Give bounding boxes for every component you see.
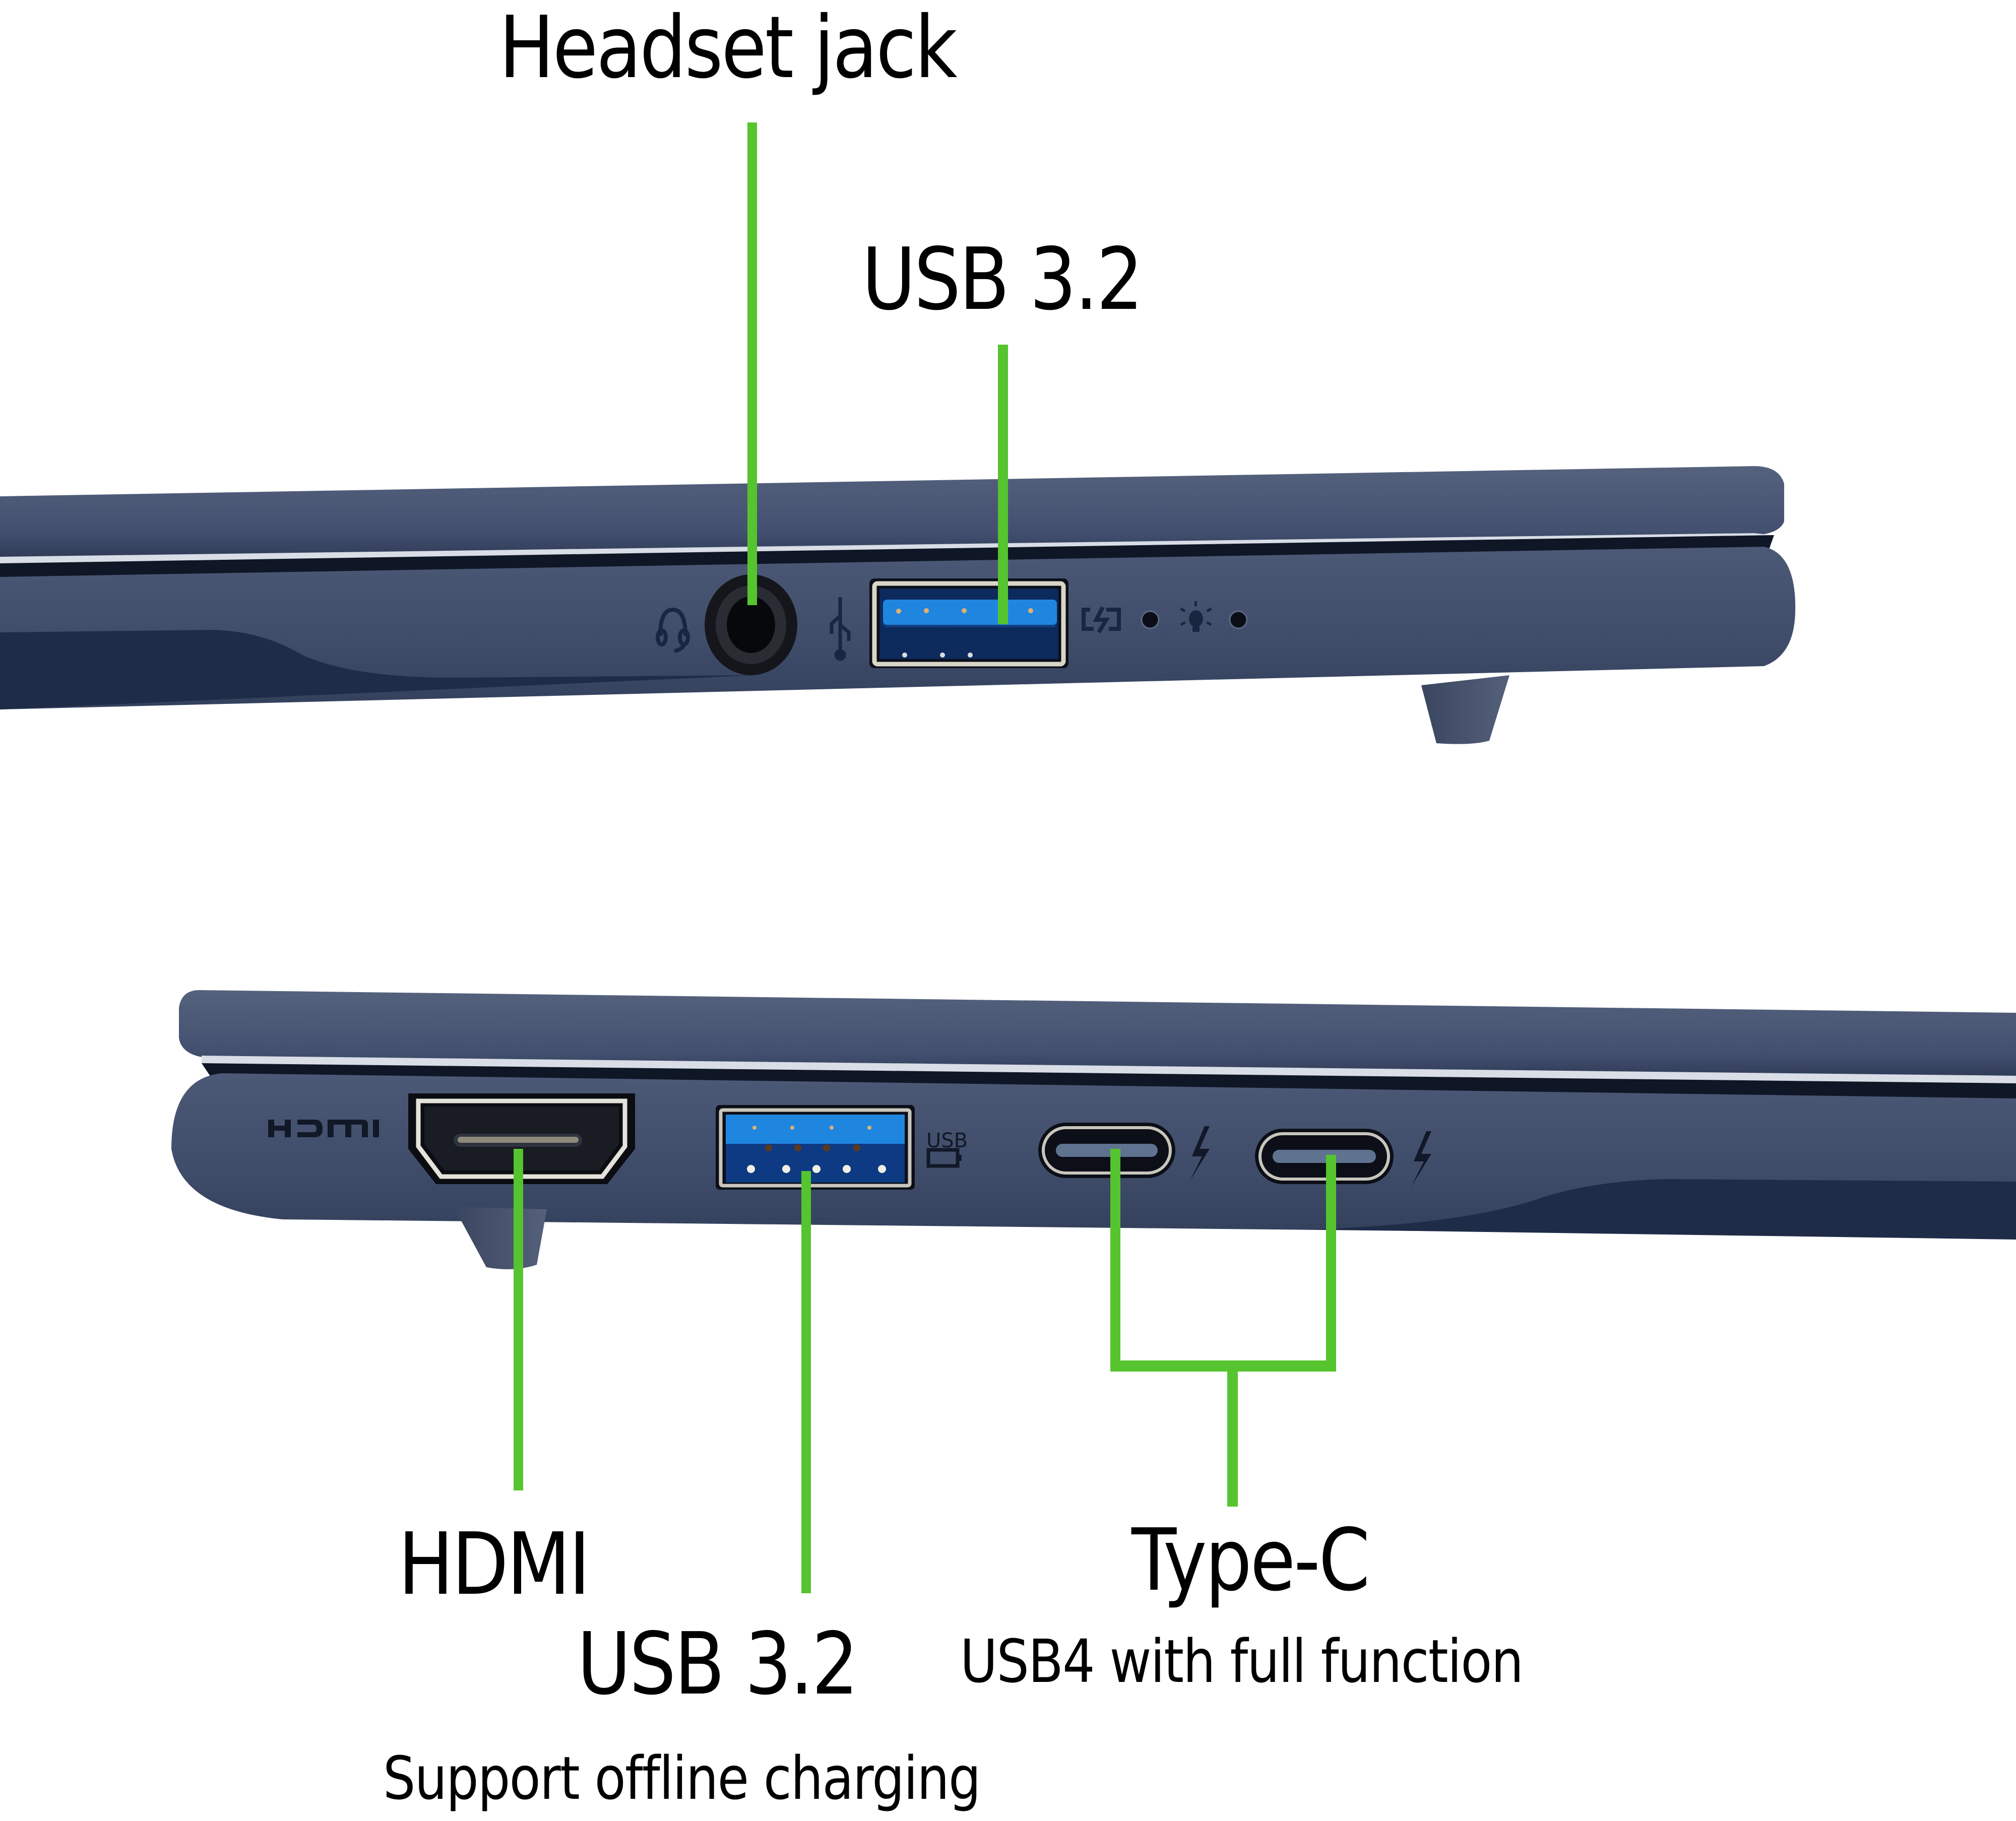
usb-a-port-right: [869, 578, 1068, 668]
leader-line-type-c-1: [1110, 1149, 1120, 1372]
headset-icon: [656, 607, 690, 653]
label-offline-charging: Support offline charging: [383, 1743, 981, 1813]
label-hdmi: HDMI: [398, 1515, 590, 1614]
usb-a-port-left: [716, 1105, 915, 1190]
usb-charging-icon: USB: [926, 1129, 968, 1168]
leader-line-headset: [747, 122, 757, 605]
laptop-left-side: USB: [171, 990, 2016, 1269]
headset-jack-port: [705, 574, 797, 675]
leader-bracket-type-c: [1110, 1360, 1336, 1372]
type-c-port-1: [1038, 1123, 1175, 1178]
hdmi-port: [408, 1093, 635, 1184]
light-bulb-icon: [1180, 601, 1212, 632]
type-c-port-2: [1255, 1129, 1394, 1184]
leader-line-usb-left: [801, 1171, 811, 1593]
label-type-c: Type-C: [1131, 1511, 1370, 1610]
hdmi-logo: [268, 1120, 379, 1137]
label-usb-3-2-left: USB 3.2: [577, 1614, 858, 1714]
power-led: [1141, 610, 1160, 629]
laptop-right-side: [0, 466, 1796, 744]
status-led: [1229, 610, 1248, 629]
leader-line-hdmi: [514, 1149, 523, 1490]
leader-stem-type-c: [1227, 1371, 1238, 1507]
usb-trident-icon: [830, 597, 851, 661]
thunderbolt-icon: [1189, 1126, 1210, 1182]
label-usb-3-2-right: USB 3.2: [862, 230, 1143, 330]
label-usb4-full-function: USB4 with full function: [960, 1627, 1524, 1696]
battery-charging-icon: [1082, 606, 1121, 634]
label-headset-jack: Headset jack: [499, 0, 958, 98]
leader-line-usb-right: [998, 345, 1008, 624]
thunderbolt-icon: [1411, 1131, 1431, 1187]
leader-line-type-c-2: [1326, 1155, 1336, 1372]
